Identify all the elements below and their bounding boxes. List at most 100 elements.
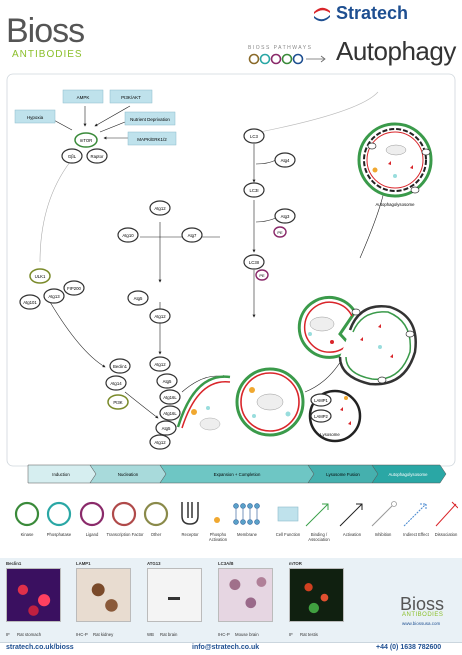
legend: Kinase Phosphatase Ligand Transcription …: [6, 498, 458, 554]
legend-membrane: Membrane: [236, 532, 257, 537]
node-nutrient: Nutrient Deprivation: [130, 117, 170, 122]
node-lc3i: LC3I: [249, 188, 258, 193]
img-beclin1-tissue: Rat stomach: [17, 632, 42, 637]
img-beclin1-name: Beclin1: [6, 561, 22, 566]
node-atg3: Atg3: [281, 214, 290, 219]
node-atg13: Atg13: [48, 294, 60, 299]
label-autophagolysosome: Autophagolysosome: [376, 202, 416, 207]
img-lamp1-method: IHC-P: [76, 632, 88, 637]
stratech-logo: Stratech: [312, 3, 462, 25]
bioss-logo-small-sub: ANTIBODIES: [402, 612, 444, 618]
legend-icons: [14, 501, 458, 527]
node-mapk: MAPK/ERK1/2: [137, 137, 167, 142]
node-pe-a: PE: [277, 230, 283, 235]
lysosome: [338, 305, 417, 386]
footer-website-link[interactable]: stratech.co.uk/bioss: [6, 644, 74, 651]
ulk-complex: ULK1 FIP200 Atg101 Atg13: [19, 268, 85, 310]
node-gbl: GβL: [68, 154, 77, 159]
mtor-complex: mTOR GβL Raptor: [61, 132, 108, 164]
phagophore: [176, 375, 231, 431]
footer-email-link[interactable]: info@stratech.co.uk: [192, 644, 260, 651]
atg12-conjugation: Atg12 Atg10 Atg7 Atg5 Atg12: [117, 200, 203, 324]
phosphatase-icon: [46, 501, 72, 527]
stage-lysosome-fusion: Lysosome Fusion: [326, 472, 360, 477]
node-atg12-c: Atg12: [154, 362, 166, 367]
node-hypoxia: Hypoxia: [27, 115, 44, 120]
bioss-web[interactable]: www.biossusa.com: [402, 621, 441, 626]
membrane-icon: [233, 503, 260, 525]
pathway-diagram: AMPK PI3K/AKT Hypoxia Nutrient Deprivati…: [6, 73, 456, 484]
node-atg12-d: Atg12: [154, 440, 166, 445]
legend-ligand: Ligand: [85, 532, 99, 537]
node-atg14: Atg14: [110, 381, 122, 386]
dissociation-arrow-icon: [435, 501, 458, 527]
node-ulk1: ULK1: [35, 274, 46, 279]
img-atg13-name: ATG13: [147, 561, 161, 566]
node-mtor: mTOR: [80, 138, 93, 143]
stage-autophagolysosome: Autophagolysosome: [389, 472, 429, 477]
autophagolysosome: Autophagolysosome: [357, 122, 433, 207]
node-atg5-b: Atg5: [163, 379, 172, 384]
bioss-logo-sub: ANTIBODIES: [12, 49, 83, 60]
legend-phospho: Phospho Activation: [208, 532, 228, 542]
legend-other: Other: [150, 532, 162, 537]
img-beclin1-method: IF: [6, 632, 10, 637]
node-atg5-c: Atg5: [162, 426, 171, 431]
fusion-vesicle: [297, 295, 357, 359]
node-lamp1: LAMP1: [314, 398, 328, 403]
beclin-complex: Beclin1 Atg14 PI3K: [105, 358, 131, 410]
node-fip200: FIP200: [67, 286, 81, 291]
img-lamp1-name: LAMP1: [76, 561, 91, 566]
legend-cell-function: Cell Function: [275, 532, 301, 537]
autophagosome: [235, 367, 305, 437]
node-raptor: Raptor: [91, 154, 104, 159]
transcription-factor-icon: [111, 501, 137, 527]
img-lc3ab-name: LC3A/B: [218, 561, 234, 566]
img-mtor-tissue: Rat testis: [300, 632, 318, 637]
node-lc3: LC3: [250, 134, 258, 139]
other-icon: [143, 501, 169, 527]
node-atg101: Atg101: [23, 300, 37, 305]
pathway-rings-icon: [248, 53, 326, 65]
stage-expansion: Expansion + Completion: [214, 472, 261, 477]
node-pi3k-class: PI3K: [113, 400, 122, 405]
legend-dissociation: Dissociation: [434, 532, 458, 537]
stage-nucleation: Nucleation: [118, 472, 139, 477]
legend-activation: Activation: [342, 532, 362, 537]
node-lc3ii: LC3II: [249, 260, 259, 265]
footer-phone: +44 (0) 1638 782600: [376, 644, 442, 651]
receptor-icon: [181, 502, 199, 525]
stage-induction: Induction: [52, 472, 70, 477]
footer: stratech.co.uk/bioss info@stratech.co.uk…: [0, 642, 462, 655]
ligand-icon: [79, 501, 105, 527]
legend-binding: Binding / Association: [308, 532, 330, 542]
img-beclin1: [6, 568, 61, 622]
stratech-name: Stratech: [336, 3, 409, 23]
legend-transcription-factor: Transcription Factor: [106, 532, 144, 537]
stratech-swoosh-icon: [314, 7, 330, 22]
img-atg13-tissue: Rat brain: [160, 632, 178, 637]
bioss-logo-text: Bioss: [6, 12, 85, 50]
img-atg13: [147, 568, 202, 622]
cell-function-icon: [277, 506, 299, 522]
img-lc3ab-tissue: Mouse brain: [235, 632, 259, 637]
node-atg16l-b: Atg16L: [163, 411, 177, 416]
atg16l-stack: Atg12 Atg5 Atg16L Atg16L Atg5 Atg12: [149, 356, 181, 450]
lc3-branch: LC3 Atg4 LC3I Atg3 PE LC3II PE: [243, 128, 296, 281]
img-lc3ab-method: IHC-P: [218, 632, 230, 637]
node-atg16l-a: Atg16L: [163, 395, 177, 400]
node-atg5-a: Atg5: [134, 296, 143, 301]
indirect-arrow-icon: [403, 503, 427, 527]
legend-kinase: Kinase: [20, 532, 34, 537]
img-mtor-name: mTOR: [289, 561, 302, 566]
img-atg13-method: WB: [147, 632, 154, 637]
legend-inhibition: Inhibition: [374, 532, 392, 537]
activation-arrow-icon: [339, 503, 363, 527]
header: Bioss ANTIBODIES Stratech BIOSS PATHWAYS…: [0, 0, 462, 75]
upstream-signals: AMPK PI3K/AKT Hypoxia Nutrient Deprivati…: [14, 89, 177, 146]
node-atg4: Atg4: [281, 158, 290, 163]
bioss-logo-small: Bioss ANTIBODIES www.biossusa.com: [398, 590, 460, 640]
node-ampk: AMPK: [77, 95, 90, 100]
wb-band: [168, 597, 180, 600]
legend-receptor: Receptor: [181, 532, 199, 537]
